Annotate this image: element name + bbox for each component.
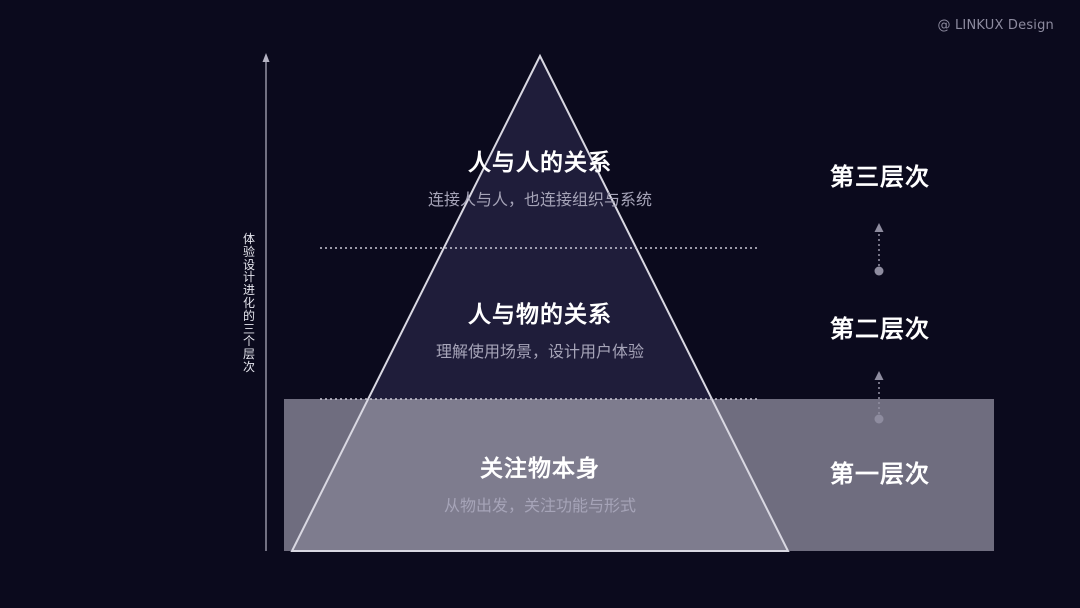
pyramid-outline (290, 53, 790, 552)
level-second-label: 第二层次 (830, 315, 930, 343)
tier-bottom-title: 关注物本身 (480, 456, 600, 482)
tier-bottom: 关注物本身 从物出发，关注功能与形式 (360, 449, 720, 516)
axis-arrow-head (262, 53, 270, 62)
level-connector-upper (874, 223, 884, 276)
axis-label: 体验设计进化的三个层次 (242, 232, 255, 374)
level-connector-lower (874, 371, 884, 424)
tier-bottom-description: 从物出发，关注功能与形式 (443, 496, 636, 515)
level-first-label: 第一层次 (830, 460, 930, 488)
level-third-label: 第三层次 (830, 163, 930, 191)
watermark: @ LINKUX Design (937, 18, 1054, 33)
tier-middle-description: 理解使用场景，设计用户体验 (435, 342, 644, 361)
tier-top-title: 人与人的关系 (468, 150, 612, 176)
tier-middle: 人与物的关系 理解使用场景，设计用户体验 (360, 295, 720, 362)
pyramid-base-section (292, 399, 788, 551)
tier-top: 人与人的关系 连接人与人，也连接组织与系统 (360, 143, 720, 210)
tier-top-description: 连接人与人，也连接组织与系统 (427, 190, 652, 209)
tier-middle-title: 人与物的关系 (468, 302, 612, 328)
